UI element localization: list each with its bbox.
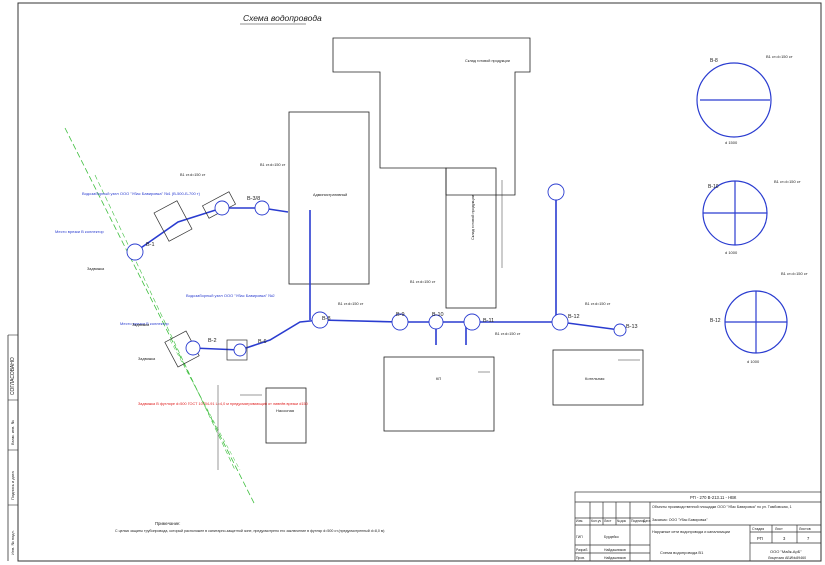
well-v10 <box>428 314 444 330</box>
well-label-1: В-1 <box>146 242 155 248</box>
stamp-col-5: Дата <box>643 519 651 523</box>
well-v3-8 <box>254 200 270 216</box>
side-signature-text: Подпись и дата <box>10 470 15 500</box>
well-label-10: В-10 <box>432 312 444 318</box>
detail-caption-v10: В1 ст.d=150 ст <box>774 179 801 184</box>
well-v12 <box>551 313 569 331</box>
side-approved-text: СОГЛАСОВАНО <box>10 357 16 395</box>
well-v14 <box>547 183 565 201</box>
building-small <box>265 387 307 444</box>
well-v9 <box>391 313 409 331</box>
detail-label-v8: В-8 <box>710 58 718 64</box>
detail-caption-v8: В1 ст.d=150 ст <box>766 54 793 59</box>
well-label-12: В-12 <box>568 314 580 320</box>
stamp-name-2: Найдашников <box>604 556 626 560</box>
well-label-2: В-2 <box>208 338 217 344</box>
building-admin <box>288 111 370 285</box>
stamp-object: Объекты производственной площадки ООО "У… <box>652 505 792 509</box>
well-v11 <box>463 313 481 331</box>
side-replace-text: Взам. инв. № <box>10 420 15 445</box>
stamp-code: РП - 270 В-213.11 - НВК <box>690 495 737 500</box>
callout-valve-3: Задвижка <box>138 357 156 361</box>
valve-chamber <box>226 339 248 361</box>
stamp-col-3: №док <box>617 519 627 523</box>
well-label-3-8: В-3/8 <box>247 196 260 202</box>
building-small-label: Насосная <box>276 408 294 413</box>
callout-pipe-2: В1 ст.d=150 ст <box>260 163 286 167</box>
stamp-name-0: Бурдейко <box>604 535 619 539</box>
callout-valve-2: Задвижка <box>132 323 150 327</box>
borehole-box-1 <box>153 200 193 242</box>
building-boiler-label: Котельная <box>585 376 604 381</box>
building-admin-label: Административный <box>313 193 347 197</box>
detail-diameter-v12: d 1000 <box>747 359 760 364</box>
stamp-role-1: Разраб. <box>576 548 588 552</box>
stamp-stage: РП <box>757 536 763 541</box>
stamp-name-1: Найдашников <box>604 548 626 552</box>
well-v1 <box>126 243 144 261</box>
callout-pipe-4: В1 ст.d=150 ст <box>410 280 436 284</box>
detail-label-v12: В-12 <box>710 318 721 324</box>
well-label-8: В-8 <box>322 316 331 322</box>
well-v2 <box>185 340 201 356</box>
callout-pipe-6: В1 ст.d=150 ст <box>585 302 611 306</box>
detail-label-v10: В-10 <box>708 184 719 190</box>
stamp-role-0: ГИП <box>576 535 583 539</box>
detail-diameter-v8: d 1500 <box>725 140 738 145</box>
callout-pipe-3: В1 ст.d=150 ст <box>338 302 364 306</box>
well-v8 <box>311 311 329 329</box>
detail-diameter-v10: d 1000 <box>725 250 738 255</box>
detail-well-v8 <box>696 62 772 138</box>
stamp-sheets-total: 7 <box>807 536 810 541</box>
stamp-license: Лицензия АБИ№89460 <box>768 556 806 560</box>
zone-line-outer <box>64 127 256 506</box>
callout-borehole1: Водозаборный узел ООО "Убас Бавировка" №… <box>82 191 201 196</box>
callout-valve-1: Задвижка <box>87 267 105 271</box>
sheet-frame <box>17 2 822 562</box>
building-top-label: Склад готовой продукции <box>465 59 510 63</box>
zone-line-inner <box>94 174 236 471</box>
stamp-col-1: Кол.уч <box>591 519 601 523</box>
building-prod-label: Склад готовой продукции <box>471 195 475 240</box>
building-warehouse-prod <box>445 167 497 309</box>
callout-pipe-1: В1 ст.d=150 ст <box>180 173 206 177</box>
side-inventory-text: Инв. № подл. <box>10 530 15 555</box>
callout-red-note: Задвижка В футляре d=500 ГОСТ 10704-91 L… <box>138 402 308 406</box>
well-label-11: В-11 <box>483 318 494 324</box>
note-heading: Примечание: <box>155 521 180 526</box>
title-block <box>574 491 822 562</box>
stamp-col-2: Лист <box>604 519 612 523</box>
building-kpp-label: КП <box>436 376 441 381</box>
note-body: С целью защиты трубопровода, который рас… <box>115 529 385 533</box>
stamp-client: Заказчик: ООО "Убас Бавировка" <box>652 518 708 522</box>
stamp-drawing: Схема водопровода В1 <box>660 550 704 555</box>
detail-caption-v12: В1 ст.d=150 ст <box>781 271 808 276</box>
well-label-9: В-9 <box>396 312 405 318</box>
well-v13 <box>613 323 627 337</box>
stamp-col-0: Изм. <box>576 519 583 523</box>
callout-connect: Место врезки В коллектор <box>55 229 105 234</box>
callout-connect-2: Место врезки В коллектор <box>120 321 170 326</box>
stamp-company: ООО "Майк-АрБ" <box>770 549 802 554</box>
building-boiler <box>552 349 644 406</box>
stamp-sheet-number: 3 <box>783 536 786 541</box>
stamp-col-4: Подпись <box>631 519 645 523</box>
stamp-sheet-name: Наружные сети водопровода и канализации <box>652 530 730 534</box>
well-label-6: В-6 <box>258 339 267 345</box>
building-kpp <box>383 356 495 432</box>
well-v3 <box>214 200 230 216</box>
well-label-13: В-13 <box>626 324 638 330</box>
stamp-role-2: Пров. <box>576 556 585 560</box>
stamp-sheets-head: Листов <box>799 527 811 531</box>
stamp-stage-head: Стадия <box>752 527 764 531</box>
callout-pipe-5: В1 ст.d=150 ст <box>495 332 521 336</box>
callout-borehole2: Водозаборный узел ООО "Убас Бавировка" №… <box>186 293 275 298</box>
diagram-title: Схема водопровода <box>243 13 322 23</box>
stamp-sheet-head: Лист <box>775 527 783 531</box>
well-v6 <box>233 343 247 357</box>
